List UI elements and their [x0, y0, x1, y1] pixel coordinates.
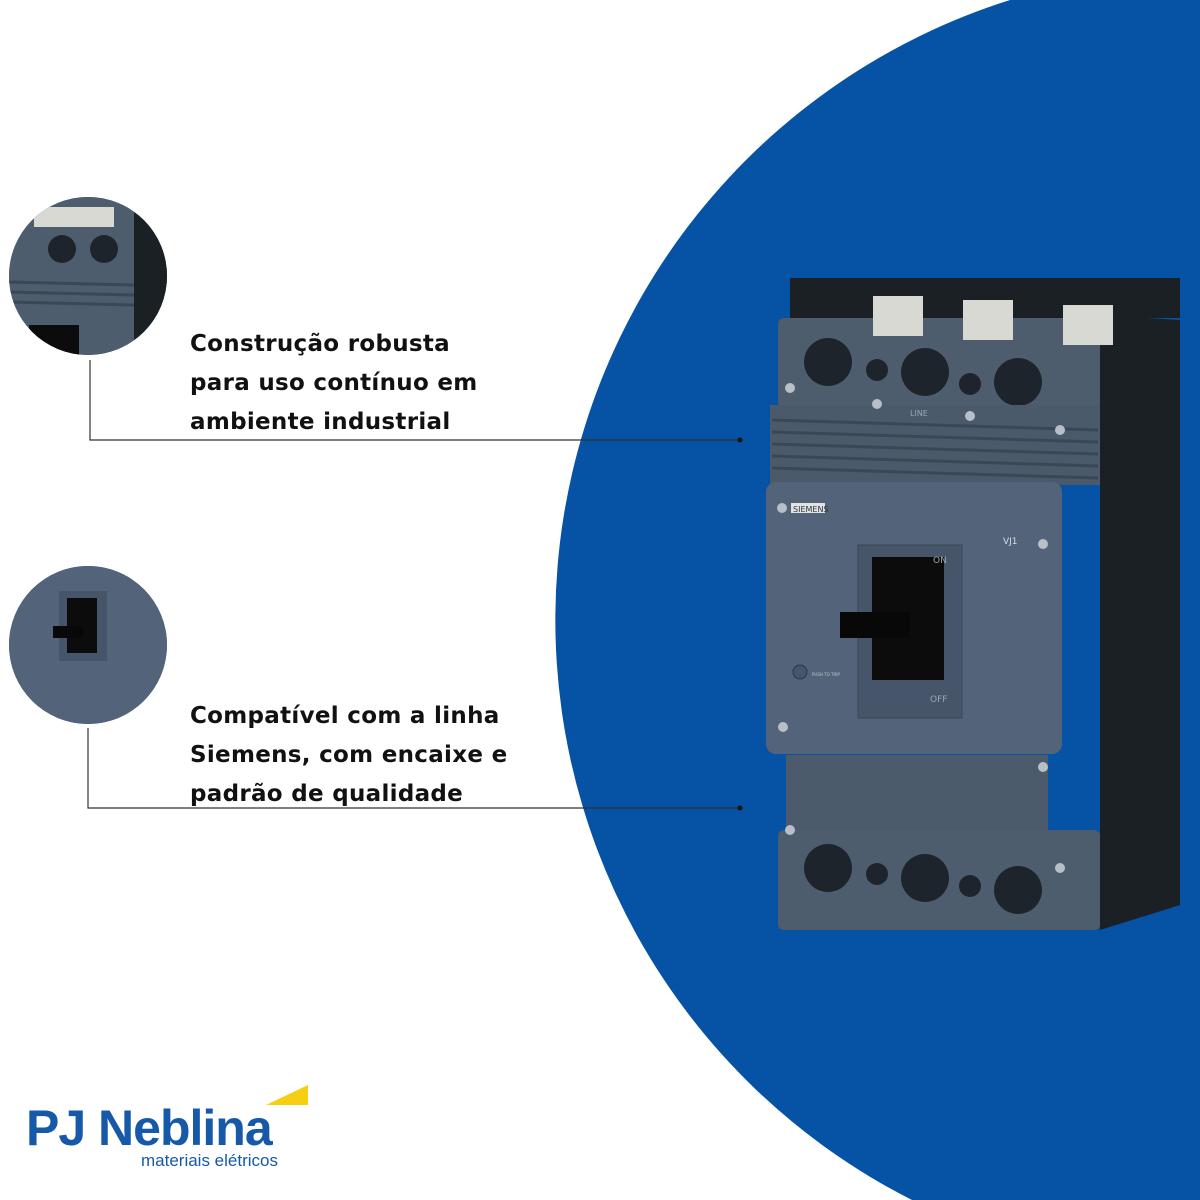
logo-yellow-flag: [266, 1085, 308, 1105]
logo-name: PJ Neblina: [26, 1100, 273, 1156]
on-label: ON: [933, 556, 947, 566]
model-label: VJ1: [1003, 537, 1018, 547]
line-label: LINE: [910, 409, 928, 418]
callout-line: ambiente industrial: [190, 409, 451, 435]
callout-line: Compatível com a linha: [190, 703, 500, 729]
callout-line: para uso contínuo em: [190, 370, 478, 396]
callout-robust-construction: Construção robusta para uso contínuo em …: [190, 325, 478, 442]
callout-line: Construção robusta: [190, 331, 451, 357]
logo-tagline: materiais elétricos: [141, 1151, 278, 1170]
pj-neblina-logo: PJ Neblina materiais elétricos: [26, 1085, 316, 1175]
callout-siemens-compatible: Compatível com a linha Siemens, com enca…: [190, 697, 507, 814]
detail-thumbnail-top: [9, 197, 167, 355]
off-label: OFF: [930, 695, 947, 705]
detail-thumbnail-bottom: [9, 566, 167, 724]
callout-line: Siemens, com encaixe e: [190, 742, 508, 768]
push-to-trip-label: PUSH TO TRIP: [812, 672, 840, 677]
callout-line: padrão de qualidade: [190, 781, 464, 807]
brand-label: SIEMENS: [793, 505, 829, 514]
